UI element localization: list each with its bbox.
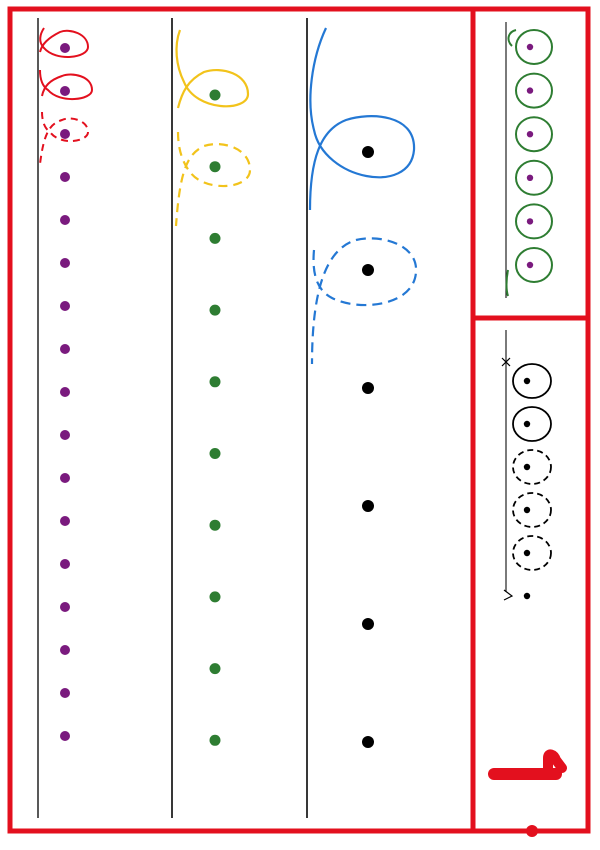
example-loop xyxy=(515,247,553,283)
example-loop xyxy=(515,116,553,153)
large-loops-dot xyxy=(362,500,374,512)
small-loops-dot xyxy=(60,516,70,526)
practice-loop-dashed xyxy=(512,492,552,528)
example-panel-frame xyxy=(470,6,591,321)
example-dot xyxy=(526,131,534,138)
small-loops-dot xyxy=(60,688,70,698)
medium-loops-dot xyxy=(209,591,221,603)
small-loops-dot xyxy=(60,258,70,268)
example-dot xyxy=(526,174,534,181)
small-loops-dot xyxy=(60,344,70,354)
example-loop xyxy=(515,203,553,240)
page-number-mark xyxy=(488,749,567,780)
solid-loop xyxy=(308,27,416,211)
example-loop xyxy=(515,29,553,65)
small-loops-dot xyxy=(60,215,70,225)
small-loops-dot xyxy=(60,473,70,483)
medium-loops-dot xyxy=(209,663,221,675)
small-loops-dot xyxy=(60,43,70,53)
medium-loops-dot xyxy=(209,734,221,746)
solid-loop xyxy=(39,27,90,58)
medium-loops-dot xyxy=(209,232,221,244)
dashed-loop xyxy=(310,237,418,365)
solid-loop xyxy=(39,69,94,100)
dashed-loop xyxy=(174,131,252,227)
practice-loop-dashed xyxy=(512,449,552,485)
example-loop-tail xyxy=(505,29,517,297)
practice-dot xyxy=(523,549,531,557)
practice-loop-dashed xyxy=(512,535,552,571)
medium-loops-dot xyxy=(209,448,221,459)
small-loops-dot xyxy=(60,86,70,96)
medium-loops-dot xyxy=(209,304,221,316)
practice-dot xyxy=(523,592,531,600)
example-loop xyxy=(515,159,553,196)
medium-loops-dot xyxy=(209,519,221,531)
practice-dot xyxy=(523,420,531,428)
medium-loops-dot xyxy=(209,376,221,388)
example-dot xyxy=(526,87,534,94)
practice-loop-solid xyxy=(512,363,552,399)
corner-dot xyxy=(526,825,538,837)
small-loops-dot xyxy=(60,387,70,397)
solid-loop xyxy=(175,29,250,109)
start-mark xyxy=(501,357,511,367)
practice-dot xyxy=(523,506,531,514)
example-loop xyxy=(515,72,553,109)
practice-loop-solid xyxy=(512,406,552,442)
example-dot xyxy=(526,43,534,51)
large-loops-dot xyxy=(362,146,374,158)
small-loops-dot xyxy=(60,301,70,311)
practice-panel xyxy=(501,357,552,601)
small-loops-column xyxy=(39,27,94,741)
medium-loops-dot xyxy=(209,89,221,101)
small-loops-dot xyxy=(60,129,70,139)
practice-dot xyxy=(523,463,531,471)
example-panel xyxy=(505,29,553,297)
large-loops-column xyxy=(308,27,418,748)
large-loops-dot xyxy=(362,618,374,630)
example-dot xyxy=(526,218,534,225)
small-loops-dot xyxy=(60,731,70,741)
example-dot xyxy=(526,261,534,269)
small-loops-dot xyxy=(60,559,70,569)
practice-dot xyxy=(523,377,531,385)
dashed-loop xyxy=(39,111,90,165)
page-number: 1 xyxy=(580,843,581,845)
large-loops-dot xyxy=(362,382,374,394)
medium-loops-dot xyxy=(209,161,221,173)
large-loops-dot xyxy=(362,264,374,276)
small-loops-dot xyxy=(60,602,70,612)
small-loops-dot xyxy=(60,430,70,440)
main-frame xyxy=(7,6,476,834)
practice-panel-frame xyxy=(470,315,591,834)
small-loops-dot xyxy=(60,172,70,182)
small-loops-dot xyxy=(60,645,70,655)
medium-loops-column xyxy=(174,29,252,746)
large-loops-dot xyxy=(362,736,374,748)
arrow-mark xyxy=(503,589,514,601)
